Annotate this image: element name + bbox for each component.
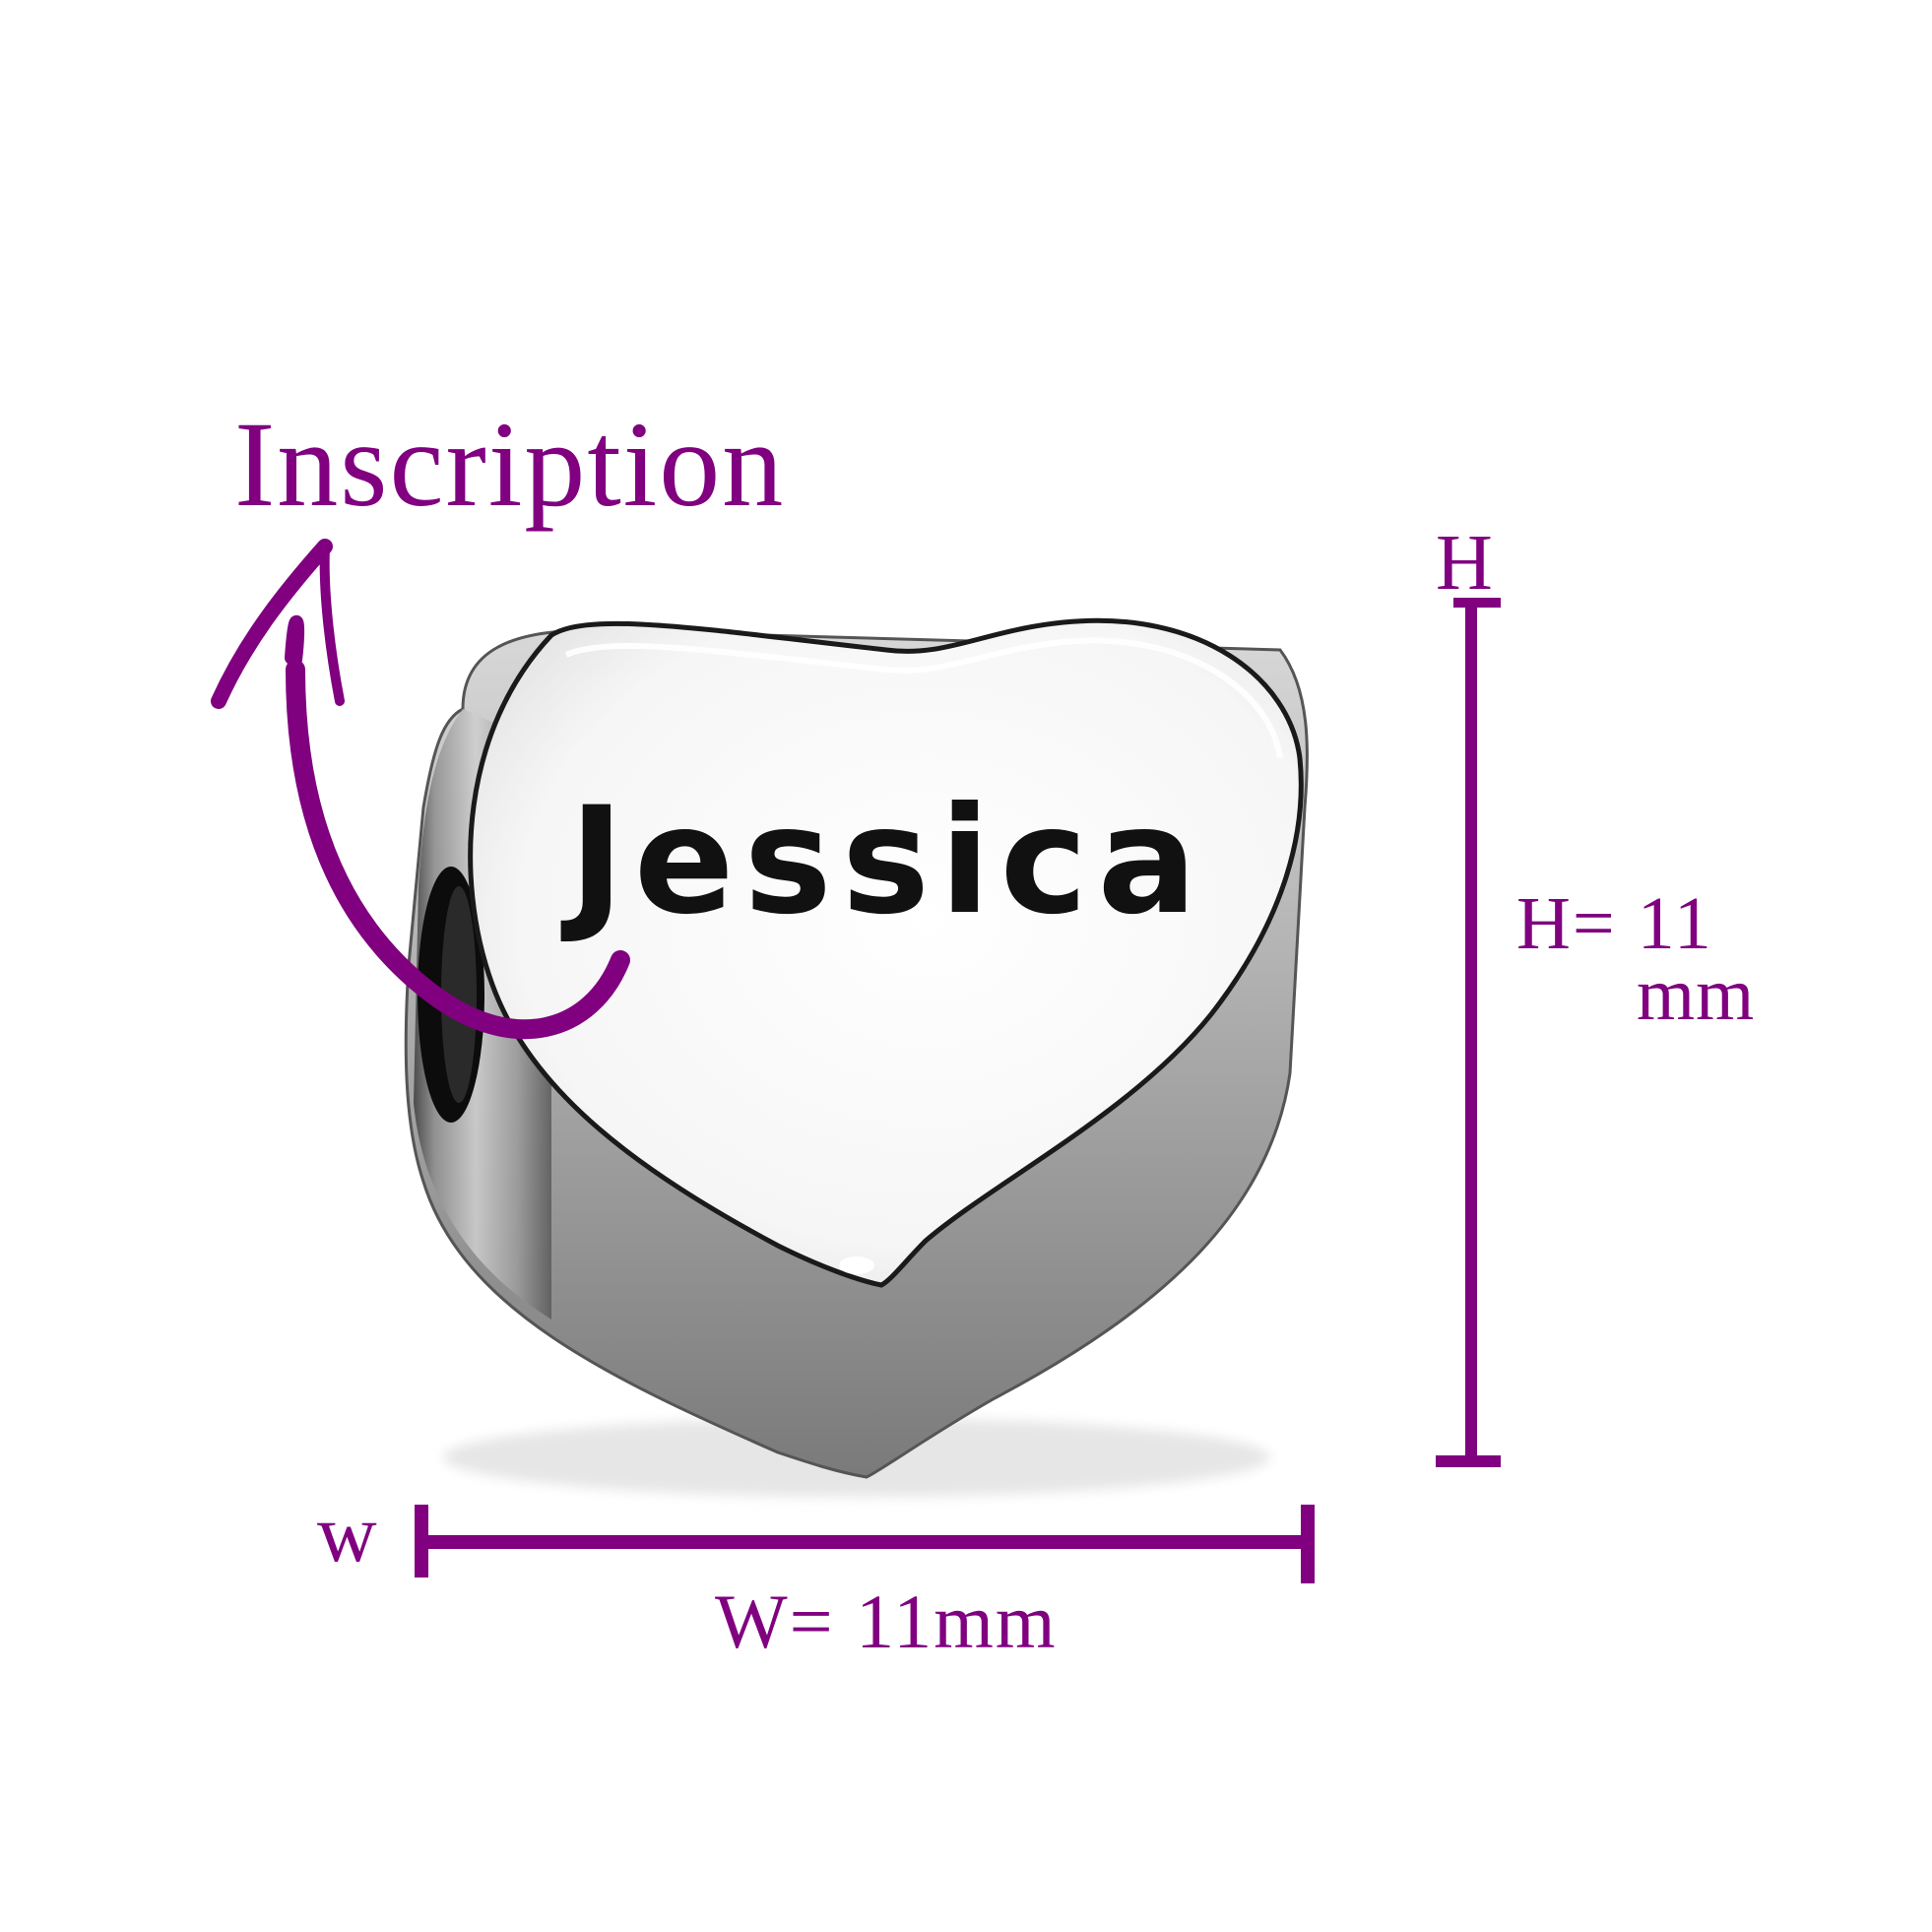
- inscription-label: Inscription: [234, 397, 786, 532]
- width-marker-label: w: [317, 1488, 377, 1579]
- engraved-text: Jessica: [569, 776, 1207, 947]
- height-marker-label: H: [1436, 520, 1493, 607]
- width-value-label: W= 11mm: [715, 1578, 1058, 1664]
- height-value-label: H= 11: [1516, 882, 1713, 965]
- height-unit-label: mm: [1637, 953, 1756, 1036]
